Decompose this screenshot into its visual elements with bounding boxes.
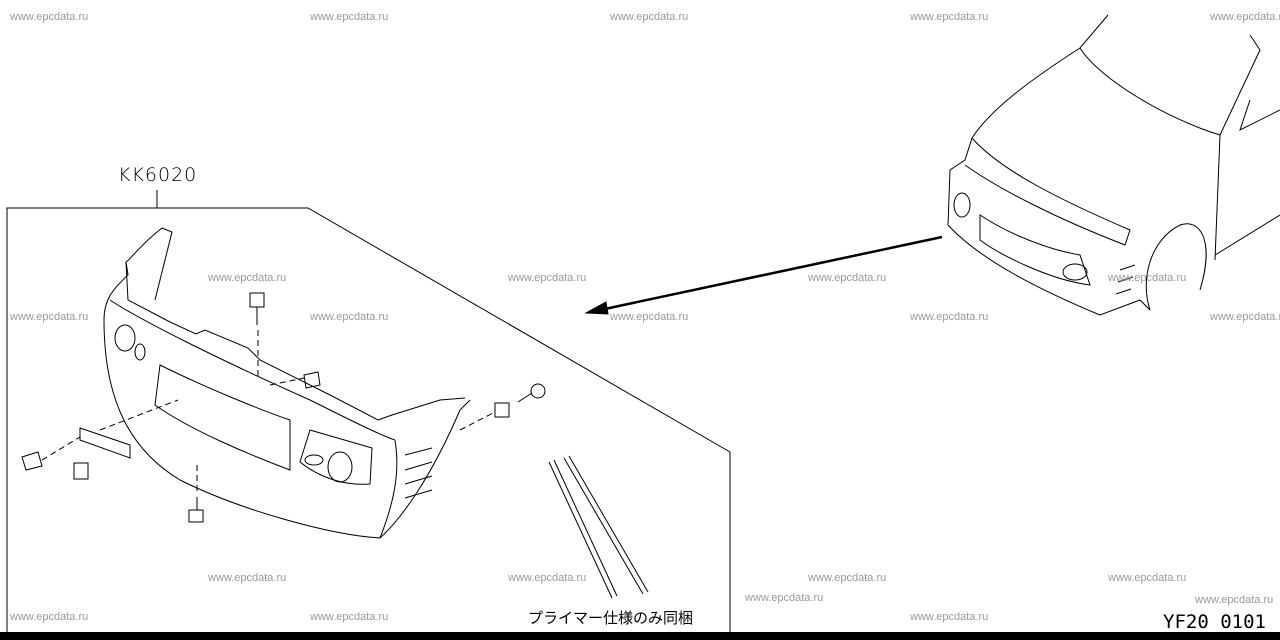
molding-strips[interactable] bbox=[548, 455, 649, 599]
bolt-bottom[interactable] bbox=[188, 465, 204, 523]
watermark: www.epcdata.ru bbox=[1195, 594, 1274, 606]
clip-center[interactable] bbox=[269, 371, 321, 389]
watermark: www.epcdata.ru bbox=[208, 272, 287, 284]
watermark: www.epcdata.ru bbox=[808, 572, 887, 584]
bolt-top[interactable] bbox=[249, 292, 265, 380]
location-arrow bbox=[584, 235, 943, 315]
watermark: www.epcdata.ru bbox=[808, 272, 887, 284]
watermark: www.epcdata.ru bbox=[610, 311, 689, 323]
front-bumper[interactable] bbox=[103, 227, 471, 539]
watermark: www.epcdata.ru bbox=[1210, 11, 1280, 23]
watermark: www.epcdata.ru bbox=[310, 11, 389, 23]
watermark: www.epcdata.ru bbox=[1108, 572, 1187, 584]
watermark: www.epcdata.ru bbox=[745, 592, 824, 604]
primer-note: プライマー仕様のみ同梱 bbox=[528, 609, 694, 627]
watermark: www.epcdata.ru bbox=[610, 11, 689, 23]
watermark: www.epcdata.ru bbox=[910, 311, 989, 323]
part-code-label[interactable]: KK6020 bbox=[118, 164, 198, 186]
diagram-reference: YF20 0101 bbox=[1163, 611, 1266, 633]
watermark: www.epcdata.ru bbox=[1108, 272, 1187, 284]
watermark: www.epcdata.ru bbox=[1210, 311, 1280, 323]
vehicle-outline bbox=[947, 14, 1280, 316]
watermark: www.epcdata.ru bbox=[310, 611, 389, 623]
watermark: www.epcdata.ru bbox=[508, 272, 587, 284]
callout-frame bbox=[6, 190, 731, 632]
bottom-bar bbox=[0, 632, 1280, 640]
clip-right[interactable] bbox=[459, 383, 546, 431]
watermark: www.epcdata.ru bbox=[208, 572, 287, 584]
watermark: www.epcdata.ru bbox=[910, 611, 989, 623]
watermark: www.epcdata.ru bbox=[910, 11, 989, 23]
watermark: www.epcdata.ru bbox=[10, 311, 89, 323]
watermark: www.epcdata.ru bbox=[10, 611, 89, 623]
bracket-left[interactable] bbox=[21, 399, 179, 480]
watermark: www.epcdata.ru bbox=[508, 572, 587, 584]
watermark: www.epcdata.ru bbox=[310, 311, 389, 323]
watermark: www.epcdata.ru bbox=[10, 11, 89, 23]
